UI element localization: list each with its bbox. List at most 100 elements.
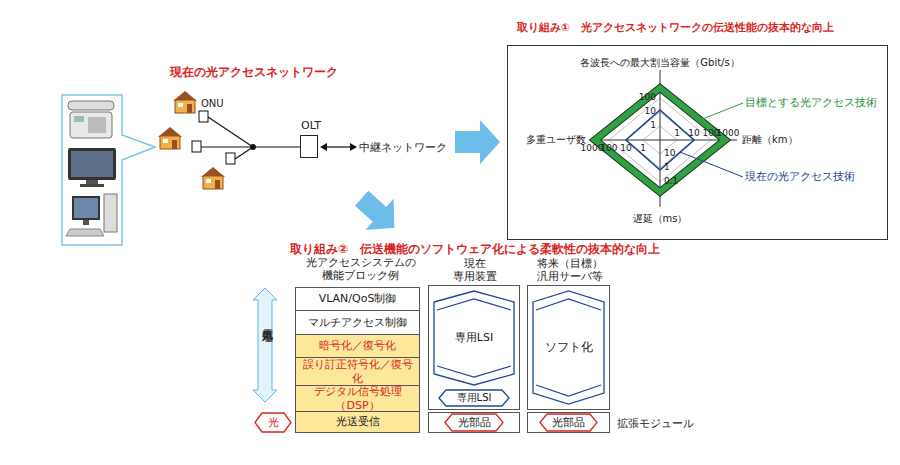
function-block: 光送受信 (295, 411, 420, 433)
node-text: 光部品 (548, 416, 589, 429)
leader-line (680, 152, 743, 177)
device-box: 将来（目標） 汎用サーバ等ソフト化 (527, 285, 610, 410)
shape-outline (533, 291, 604, 404)
function-block: マルチアクセス制御 (295, 310, 420, 335)
network-label: 中継ネットワーク (359, 140, 447, 155)
fiber-line (253, 146, 300, 147)
node-text: 専用LSI (451, 331, 497, 344)
tick-label: 10 (682, 128, 706, 138)
tick-label: 1 (665, 128, 689, 138)
optical-part-box: 光部品 (527, 412, 610, 433)
tick-label: 1 (631, 143, 655, 153)
tv-frame (68, 148, 116, 180)
chevron-line (536, 299, 601, 310)
arrow-head (320, 143, 327, 151)
tick-label: 1000 (716, 128, 740, 138)
node-heading: 現在 専用装置 (445, 257, 505, 283)
node-heading: 取り組み① 光アクセスネットワークの伝送性能の抜本的な向上 (517, 21, 834, 34)
fiber-line (208, 117, 253, 147)
shape-outline (439, 390, 509, 406)
shape-outline (445, 414, 503, 431)
tick-label: 1 (636, 120, 656, 130)
phone-keypad (88, 117, 106, 133)
house-icon (158, 127, 182, 149)
tv-base (80, 184, 104, 187)
range-arrow (253, 288, 277, 402)
node-text: 光部品 (454, 416, 495, 429)
node-heading: OLT (297, 119, 325, 132)
section-heading: 現在の光アクセスネットワーク (170, 64, 338, 81)
series-label: 目標とする光アクセス技術 (745, 96, 877, 110)
leader-line (700, 103, 743, 120)
section-heading: 取り組み② 伝送機能のソフトウェア化による柔軟性の抜本的な向上 (290, 241, 660, 258)
function-block: 誤り訂正符号化／復号化 (295, 357, 420, 386)
function-block: VLAN/QoS制御 (295, 287, 420, 311)
tick-label: 10 (664, 148, 675, 158)
phone-body (70, 112, 112, 138)
house-icon (201, 167, 225, 189)
axis-title: 距離（km） (742, 133, 798, 147)
flow-arrow (455, 120, 500, 164)
series-label: 現在の光アクセス技術 (745, 170, 855, 184)
tick-label: 1 (664, 162, 670, 172)
shape-outline (255, 413, 291, 432)
node-heading: 将来（目標） 汎用サーバ等 (530, 257, 609, 283)
node-text: 誤り訂正符号化／復号化 (296, 358, 419, 384)
pc-stand (83, 220, 89, 225)
tick-label: 0.1 (664, 176, 678, 186)
axis-title: 多重ユーザ数 (516, 133, 586, 147)
target-shape (595, 88, 725, 192)
node-text: デジタル信号処理（DSP） (296, 385, 419, 411)
function-block: デジタル信号処理（DSP） (295, 385, 420, 412)
pc-screen (74, 198, 98, 218)
lsi-shape: 専用LSI (433, 290, 515, 386)
node-text: 暗号化／復号化 (315, 339, 400, 352)
axis-title: 各波長への最大割当容量（Gbit/s） (560, 56, 760, 70)
node-text: 光 (264, 416, 283, 429)
node-text: マルチアクセス制御 (304, 316, 411, 329)
phone-handset (68, 101, 114, 110)
node-text: 専用LSI (453, 392, 496, 404)
lsi-shape: 専用LSI (433, 389, 515, 407)
radar-axis (590, 140, 737, 141)
device-label: ONU (201, 98, 224, 109)
shape-outline (434, 291, 514, 385)
node-text: VLAN/QoS制御 (315, 292, 401, 305)
shape-outline (540, 414, 597, 431)
tv-stand (86, 180, 98, 184)
range-label: 電気処理 (259, 320, 274, 324)
chevron-line (536, 385, 601, 396)
tick-label: 10 (614, 143, 638, 153)
onu-box (226, 153, 235, 164)
device-box: 現在 専用装置専用LSI専用LSI (428, 285, 520, 410)
pc-monitor (72, 196, 100, 220)
function-block: 暗号化／復号化 (295, 334, 420, 358)
pc-tower (104, 194, 117, 232)
chevron-line (437, 299, 511, 310)
optical-part-box: 光部品 (428, 412, 520, 433)
olt-box: OLT (300, 135, 318, 158)
tick-label: 10 (636, 106, 656, 116)
optical-hexagon: 光 (254, 412, 292, 433)
tick-label: 100 (597, 143, 621, 153)
tick-label: 100 (636, 92, 656, 102)
fiber-line (235, 147, 253, 159)
callout-box (62, 95, 155, 245)
arrow-head (350, 143, 357, 151)
network-arrow (324, 146, 353, 147)
fiber-line (201, 146, 253, 147)
chevron-line (437, 366, 511, 377)
onu-box (199, 111, 208, 122)
onu-box (192, 141, 201, 152)
current-shape (626, 110, 694, 170)
node-text: ソフト化 (541, 340, 597, 354)
node-text: 光送受信 (332, 415, 384, 428)
module-label: 拡張モジュール (617, 416, 694, 431)
target-outline (595, 88, 725, 192)
tv-screen (71, 151, 113, 177)
axis-title: 遅延（ms） (610, 212, 710, 226)
column-heading: 光アクセスシステムの 機能ブロック例 (296, 256, 425, 282)
flow-arrow (348, 183, 409, 244)
software-shape: ソフト化 (532, 290, 605, 405)
